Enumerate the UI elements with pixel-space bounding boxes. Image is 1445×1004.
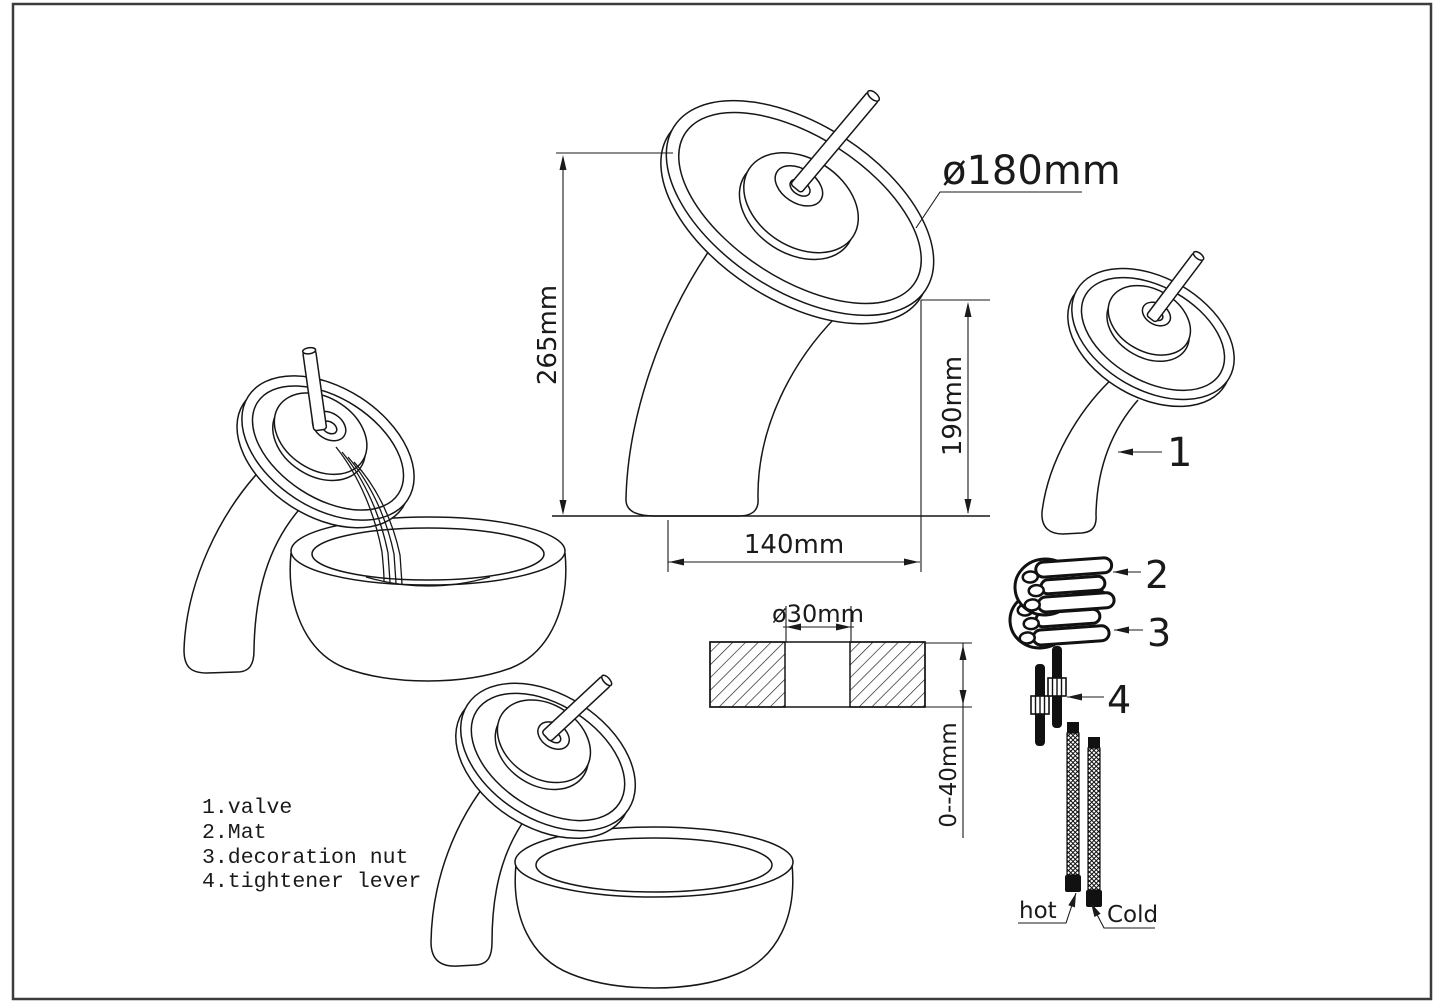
legend-line-2: 2.Mat: [202, 821, 267, 845]
bottom-basin: [514, 826, 794, 989]
mounting-deck-section: [709, 641, 926, 708]
dim-disc-diameter: ø180mm: [915, 148, 1121, 229]
left-faucet-basin-view: [183, 346, 567, 682]
dim-deck-thickness: 0--40mm: [925, 642, 972, 838]
handle-rod: [1146, 250, 1205, 323]
handle-rod: [790, 89, 881, 193]
part-1-label: 1: [1167, 430, 1192, 476]
tightener-lever-part: [1047, 645, 1067, 729]
tightener-lever-part: [1030, 663, 1050, 747]
handle-rod: [301, 346, 328, 432]
dim-deck-thickness-label: 0--40mm: [936, 722, 962, 827]
left-basin: [289, 516, 567, 682]
hot-hose-callout: hot: [1018, 892, 1077, 924]
dim-hole-diameter: ø30mm: [772, 600, 864, 642]
dim-reach-label: 140mm: [744, 530, 844, 560]
part-4-label: 4: [1107, 678, 1131, 722]
part-2-label: 2: [1145, 553, 1169, 597]
hot-hose: [1064, 721, 1082, 893]
cold-hose-callout: Cold: [1090, 902, 1158, 929]
callout-mat: 2: [1113, 553, 1169, 597]
hot-label: hot: [1019, 898, 1057, 924]
cold-label: Cold: [1107, 902, 1158, 928]
handle-rod: [542, 674, 613, 742]
mat-part: [1011, 552, 1117, 619]
bottom-faucet-basin-view: [430, 674, 794, 989]
dim-overall-height: 265mm: [533, 152, 673, 515]
cold-hose: [1085, 736, 1103, 908]
legend-line-1: 1.valve: [202, 796, 292, 820]
dim-spout-height-label: 190mm: [938, 356, 968, 456]
callout-decoration-nut: 3: [1114, 611, 1171, 655]
callout-valve: 1: [1118, 430, 1192, 476]
dim-reach: 140mm: [667, 520, 920, 572]
part-3-label: 3: [1147, 611, 1171, 655]
dim-disc-diameter-label: ø180mm: [942, 148, 1121, 194]
dim-overall-height-label: 265mm: [533, 285, 563, 385]
drawing-frame-border: [11, 2, 1433, 1001]
main-faucet-view: [552, 89, 990, 517]
parts-legend: 1.valve 2.Mat 3.decoration nut 4.tighten…: [202, 796, 421, 894]
callout-tightener-lever: 4: [1067, 678, 1131, 722]
dim-spout-height: 190mm: [920, 299, 990, 572]
legend-line-4: 4.tightener lever: [202, 870, 421, 894]
water-stream: [335, 446, 403, 585]
valve-part-view: [1041, 250, 1235, 535]
legend-line-3: 3.decoration nut: [202, 846, 408, 870]
dim-hole-diameter-label: ø30mm: [772, 600, 864, 628]
